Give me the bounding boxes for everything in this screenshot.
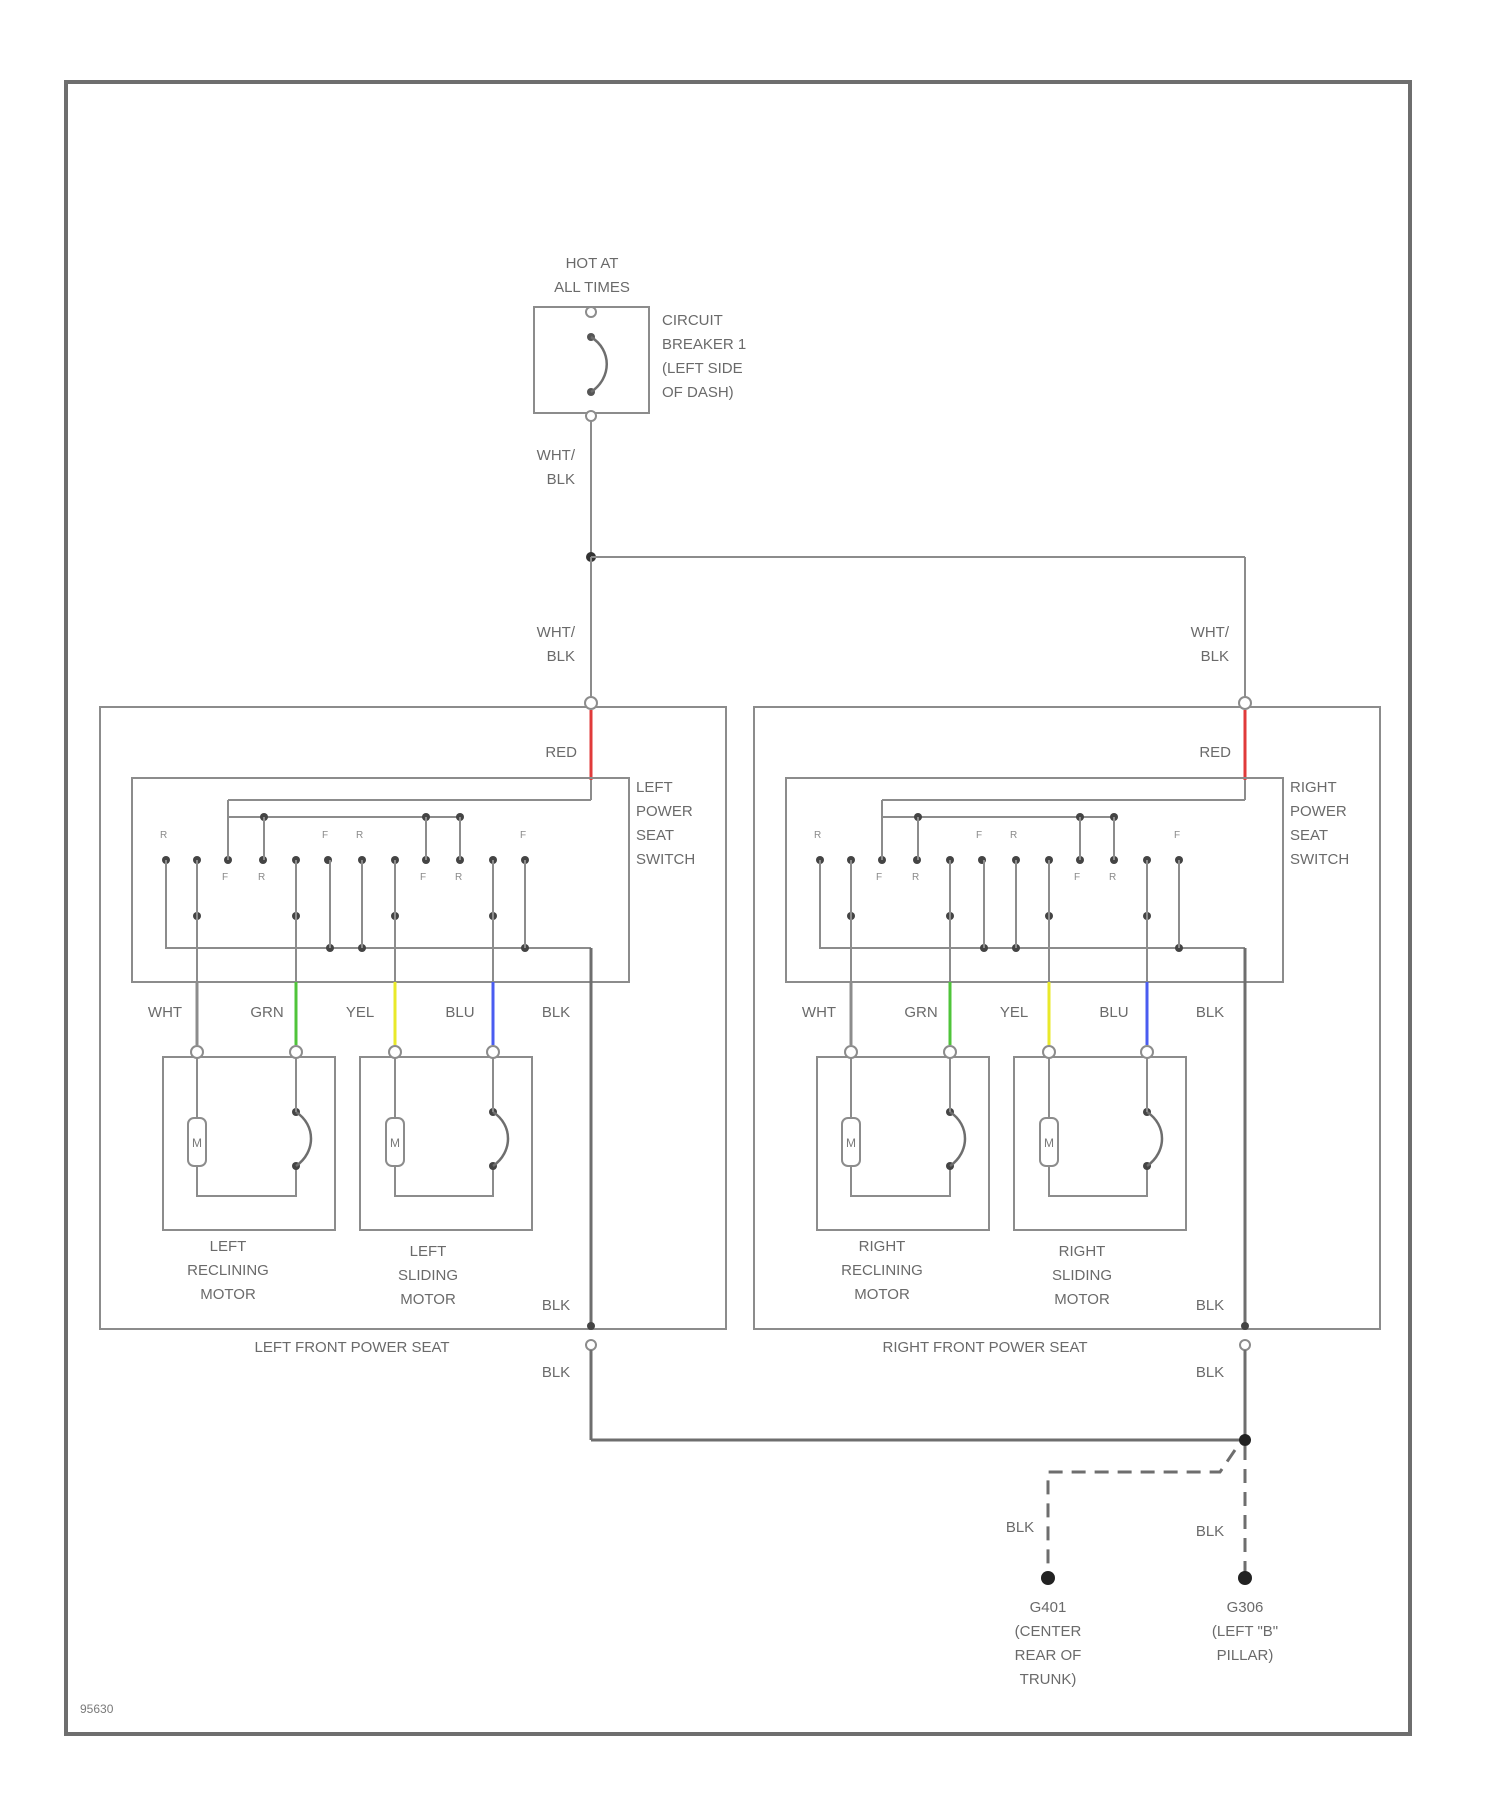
feed-right-line1: WHT/: [1191, 624, 1230, 641]
left-lead-blk: BLK: [542, 1004, 570, 1021]
feed-left-line2: BLK: [547, 648, 575, 665]
g401-label-3: REAR OF: [1015, 1647, 1082, 1664]
right-lead-wht: WHT: [802, 1004, 836, 1021]
right-red-wire-label: RED: [1199, 744, 1231, 761]
feed-right-line2: BLK: [1201, 648, 1229, 665]
left-term-inner-R2: R: [455, 872, 462, 883]
right-recline-label-2: RECLINING: [841, 1262, 923, 1279]
g401-label-4: TRUNK): [1020, 1671, 1077, 1688]
left-recline-label-2: RECLINING: [187, 1262, 269, 1279]
left-switch-label-3: SEAT: [636, 827, 674, 844]
right-term-R2: R: [1010, 830, 1017, 841]
right-inner-blk-label: BLK: [1196, 1297, 1224, 1314]
right-ground-blk-label: BLK: [1196, 1364, 1224, 1381]
right-lead-grn: GRN: [904, 1004, 937, 1021]
left-switch-label-4: SWITCH: [636, 851, 695, 868]
left-term-inner-F1: F: [222, 872, 228, 883]
right-recline-label-3: MOTOR: [854, 1286, 910, 1303]
left-inner-blk-label: BLK: [542, 1297, 570, 1314]
left-term-R1: R: [160, 830, 167, 841]
feed-top-line1: WHT/: [537, 447, 576, 464]
right-slide-motor-symbol: M: [1044, 1136, 1054, 1150]
left-lead-grn: GRN: [250, 1004, 283, 1021]
g401-label-1: G401: [1030, 1599, 1067, 1616]
right-front-power-seat: RED RIGHT POWER SEAT SWITCH: [754, 697, 1380, 1356]
left-recline-label-3: MOTOR: [200, 1286, 256, 1303]
right-switch-label-4: SWITCH: [1290, 851, 1349, 868]
left-lead-yel: YEL: [346, 1004, 374, 1021]
right-term-F1: F: [976, 830, 982, 841]
left-red-wire-label: RED: [545, 744, 577, 761]
left-front-power-seat: RED LEFT POWER SEAT SWITCH: [100, 697, 726, 1356]
g306-label-3: PILLAR): [1217, 1647, 1274, 1664]
right-lead-yel: YEL: [1000, 1004, 1028, 1021]
right-term-R1: R: [814, 830, 821, 841]
g306-blk-label: BLK: [1196, 1523, 1224, 1540]
g306-label-1: G306: [1227, 1599, 1264, 1616]
left-lead-wht: WHT: [148, 1004, 182, 1021]
g306-label-2: (LEFT "B": [1212, 1623, 1278, 1640]
left-term-inner-R1: R: [258, 872, 265, 883]
right-lead-blu: BLU: [1099, 1004, 1128, 1021]
circuit-breaker: CIRCUIT BREAKER 1 (LEFT SIDE OF DASH): [534, 307, 746, 421]
right-switch-label-2: POWER: [1290, 803, 1347, 820]
breaker-label-3: (LEFT SIDE: [662, 360, 743, 377]
right-slide-label-2: SLIDING: [1052, 1267, 1112, 1284]
breaker-label-1: CIRCUIT: [662, 312, 723, 329]
feed-left-line1: WHT/: [537, 624, 576, 641]
left-term-R2: R: [356, 830, 363, 841]
right-switch-label-1: RIGHT: [1290, 779, 1337, 796]
g401-blk-label: BLK: [1006, 1519, 1034, 1536]
right-slide-label-1: RIGHT: [1059, 1243, 1106, 1260]
feed-top-line2: BLK: [547, 471, 575, 488]
left-term-inner-F2: F: [420, 872, 426, 883]
left-lead-blu: BLU: [445, 1004, 474, 1021]
right-lead-blk: BLK: [1196, 1004, 1224, 1021]
right-recline-label-1: RIGHT: [859, 1238, 906, 1255]
main-feed-wire: WHT/ BLK WHT/ BLK WHT/ BLK: [537, 421, 1245, 700]
right-term-inner-F2: F: [1074, 872, 1080, 883]
left-recline-motor-symbol: M: [192, 1136, 202, 1150]
right-term-inner-R2: R: [1109, 872, 1116, 883]
left-ground-blk-label: BLK: [542, 1364, 570, 1381]
right-seat-title: RIGHT FRONT POWER SEAT: [882, 1339, 1087, 1356]
right-term-F2: F: [1174, 830, 1180, 841]
right-recline-motor-symbol: M: [846, 1136, 856, 1150]
right-switch-label-3: SEAT: [1290, 827, 1328, 844]
power-source: HOT AT ALL TIMES: [554, 255, 630, 296]
g401-label-2: (CENTER: [1015, 1623, 1082, 1640]
power-label-line2: ALL TIMES: [554, 279, 630, 296]
breaker-label-2: BREAKER 1: [662, 336, 746, 353]
left-term-F1: F: [322, 830, 328, 841]
left-slide-label-2: SLIDING: [398, 1267, 458, 1284]
left-recline-label-1: LEFT: [210, 1238, 247, 1255]
diagram-code: 95630: [80, 1702, 114, 1716]
diagram-border: [66, 82, 1410, 1734]
left-slide-motor-symbol: M: [390, 1136, 400, 1150]
ground-circuit: BLK BLK BLK BLK G401 (CENTER REAR OF TRU…: [542, 1340, 1278, 1688]
left-slide-label-3: MOTOR: [400, 1291, 456, 1308]
left-switch-label-2: POWER: [636, 803, 693, 820]
left-switch-label-1: LEFT: [636, 779, 673, 796]
left-slide-label-1: LEFT: [410, 1243, 447, 1260]
left-seat-title: LEFT FRONT POWER SEAT: [254, 1339, 449, 1356]
power-label-line1: HOT AT: [566, 255, 619, 272]
breaker-label-4: OF DASH): [662, 384, 734, 401]
left-term-F2: F: [520, 830, 526, 841]
right-slide-label-3: MOTOR: [1054, 1291, 1110, 1308]
right-term-inner-R1: R: [912, 872, 919, 883]
right-term-inner-F1: F: [876, 872, 882, 883]
